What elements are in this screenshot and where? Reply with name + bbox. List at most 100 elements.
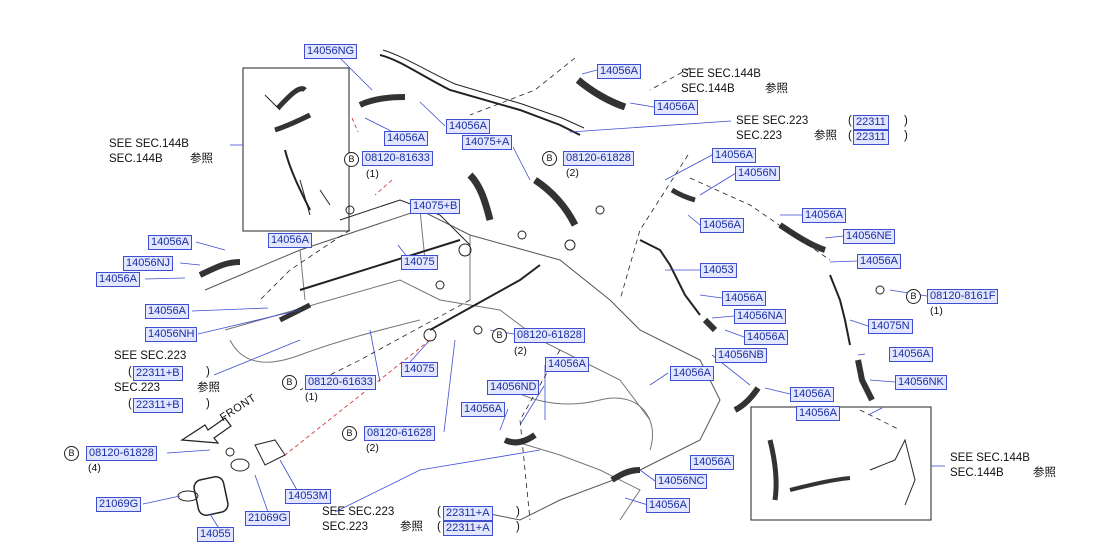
part-21069G[interactable]: 21069G xyxy=(96,497,142,512)
sanshou-ref: 参照 xyxy=(1033,467,1056,479)
part-08120-61828[interactable]: 08120-61828 xyxy=(86,446,157,461)
paren-close: ) xyxy=(516,506,520,518)
paren-open: ( xyxy=(128,398,132,410)
part-14056A[interactable]: 14056A xyxy=(461,402,505,417)
paren-open: ( xyxy=(848,115,852,127)
part-14056NJ[interactable]: 14056NJ xyxy=(123,256,174,271)
callout-b-circle: B xyxy=(492,328,507,343)
part-14075-plus-A[interactable]: 14075+A xyxy=(462,135,513,150)
part-08120-61633[interactable]: 08120-61633 xyxy=(305,375,376,390)
part-14056A[interactable]: 14056A xyxy=(145,304,189,319)
part-08120-8161F[interactable]: 08120-8161F xyxy=(927,289,999,304)
quantity-label: (1) xyxy=(930,305,943,317)
part-08120-61828[interactable]: 08120-61828 xyxy=(563,151,634,166)
paren-open: ( xyxy=(848,130,852,142)
sanshou-ref: 参照 xyxy=(400,521,423,533)
paren-open: ( xyxy=(128,366,132,378)
part-14056A[interactable]: 14056A xyxy=(268,233,312,248)
sec-144b-ref: SEC.144B xyxy=(681,83,735,95)
part-14056A[interactable]: 14056A xyxy=(722,291,766,306)
sec-223-ref: SEC.223 xyxy=(322,521,369,533)
part-22311-plus-B[interactable]: 22311+B xyxy=(133,366,183,381)
quantity-label: (2) xyxy=(366,442,379,454)
part-14056NK[interactable]: 14056NK xyxy=(895,375,947,390)
part-14056A[interactable]: 14056A xyxy=(690,455,734,470)
part-14056NA[interactable]: 14056NA xyxy=(734,309,786,324)
part-22311[interactable]: 22311 xyxy=(853,115,889,130)
part-14056A[interactable]: 14056A xyxy=(96,272,140,287)
paren-close: ) xyxy=(904,130,908,142)
inset-box-left xyxy=(242,67,350,232)
part-14056NE[interactable]: 14056NE xyxy=(843,229,895,244)
part-14075[interactable]: 14075 xyxy=(401,255,438,270)
quantity-label: (1) xyxy=(305,391,318,403)
sanshou-ref: 参照 xyxy=(765,83,788,95)
part-22311-plus-A[interactable]: 22311+A xyxy=(443,521,493,536)
quantity-label: (2) xyxy=(514,345,527,357)
part-08120-61628[interactable]: 08120-61628 xyxy=(364,426,435,441)
quantity-label: (2) xyxy=(566,167,579,179)
part-14053[interactable]: 14053 xyxy=(700,263,737,278)
part-14056A[interactable]: 14056A xyxy=(384,131,428,146)
part-14056A[interactable]: 14056A xyxy=(646,498,690,513)
part-14056A[interactable]: 14056A xyxy=(545,357,589,372)
part-08120-81633[interactable]: 08120-81633 xyxy=(362,151,433,166)
paren-close: ) xyxy=(904,115,908,127)
callout-b-circle: B xyxy=(64,446,79,461)
part-14056A[interactable]: 14056A xyxy=(857,254,901,269)
quantity-label: (4) xyxy=(88,462,101,474)
part-14056NG[interactable]: 14056NG xyxy=(304,44,358,59)
see-sec-144b-note: SEE SEC.144B xyxy=(109,138,189,150)
paren-open: ( xyxy=(437,521,441,533)
callout-b-circle: B xyxy=(906,289,921,304)
see-sec-223-note: SEE SEC.223 xyxy=(736,115,809,127)
part-14056NC[interactable]: 14056NC xyxy=(655,474,708,489)
callout-b-circle: B xyxy=(342,426,357,441)
part-14075[interactable]: 14075 xyxy=(401,362,438,377)
part-14056A[interactable]: 14056A xyxy=(796,406,840,421)
callout-b-circle: B xyxy=(344,152,359,167)
callout-b-circle: B xyxy=(542,151,557,166)
part-14056N[interactable]: 14056N xyxy=(735,166,780,181)
part-14056A[interactable]: 14056A xyxy=(700,218,744,233)
front-arrow xyxy=(180,417,232,444)
part-21069G[interactable]: 21069G xyxy=(245,511,291,526)
part-14056A[interactable]: 14056A xyxy=(712,148,756,163)
sec-223-ref: SEC.223 xyxy=(114,382,161,394)
see-sec-144b-note: SEE SEC.144B xyxy=(950,452,1030,464)
sec-223-ref: SEC.223 xyxy=(736,130,783,142)
inset-box-bottom-right xyxy=(750,406,932,521)
part-14075N[interactable]: 14075N xyxy=(868,319,913,334)
part-14056ND[interactable]: 14056ND xyxy=(487,380,540,395)
part-22311-plus-B[interactable]: 22311+B xyxy=(133,398,183,413)
see-sec-223-note: SEE SEC.223 xyxy=(114,350,187,362)
part-14055[interactable]: 14055 xyxy=(197,527,234,542)
sanshou-ref: 参照 xyxy=(190,153,213,165)
part-14053M[interactable]: 14053M xyxy=(285,489,331,504)
part-14056A[interactable]: 14056A xyxy=(654,100,698,115)
callout-b-circle: B xyxy=(282,375,297,390)
part-08120-61828[interactable]: 08120-61828 xyxy=(514,328,585,343)
part-22311-plus-A[interactable]: 22311+A xyxy=(443,506,493,521)
part-14056A[interactable]: 14056A xyxy=(446,119,490,134)
paren-close: ) xyxy=(206,398,210,410)
see-sec-223-note: SEE SEC.223 xyxy=(322,506,395,518)
sec-144b-ref: SEC.144B xyxy=(109,153,163,165)
part-14056A[interactable]: 14056A xyxy=(597,64,641,79)
part-14056A[interactable]: 14056A xyxy=(790,387,834,402)
part-14056A[interactable]: 14056A xyxy=(744,330,788,345)
part-22311[interactable]: 22311 xyxy=(853,130,889,145)
paren-close: ) xyxy=(206,366,210,378)
part-14056NH[interactable]: 14056NH xyxy=(145,327,198,342)
part-14056A[interactable]: 14056A xyxy=(802,208,846,223)
quantity-label: (1) xyxy=(366,168,379,180)
part-14056A[interactable]: 14056A xyxy=(148,235,192,250)
sanshou-ref: 参照 xyxy=(197,382,220,394)
part-14056NB[interactable]: 14056NB xyxy=(715,348,767,363)
part-14056A[interactable]: 14056A xyxy=(889,347,933,362)
sec-144b-ref: SEC.144B xyxy=(950,467,1004,479)
part-14056A[interactable]: 14056A xyxy=(670,366,714,381)
see-sec-144b-note: SEE SEC.144B xyxy=(681,68,761,80)
part-14075-plus-B[interactable]: 14075+B xyxy=(410,199,461,214)
